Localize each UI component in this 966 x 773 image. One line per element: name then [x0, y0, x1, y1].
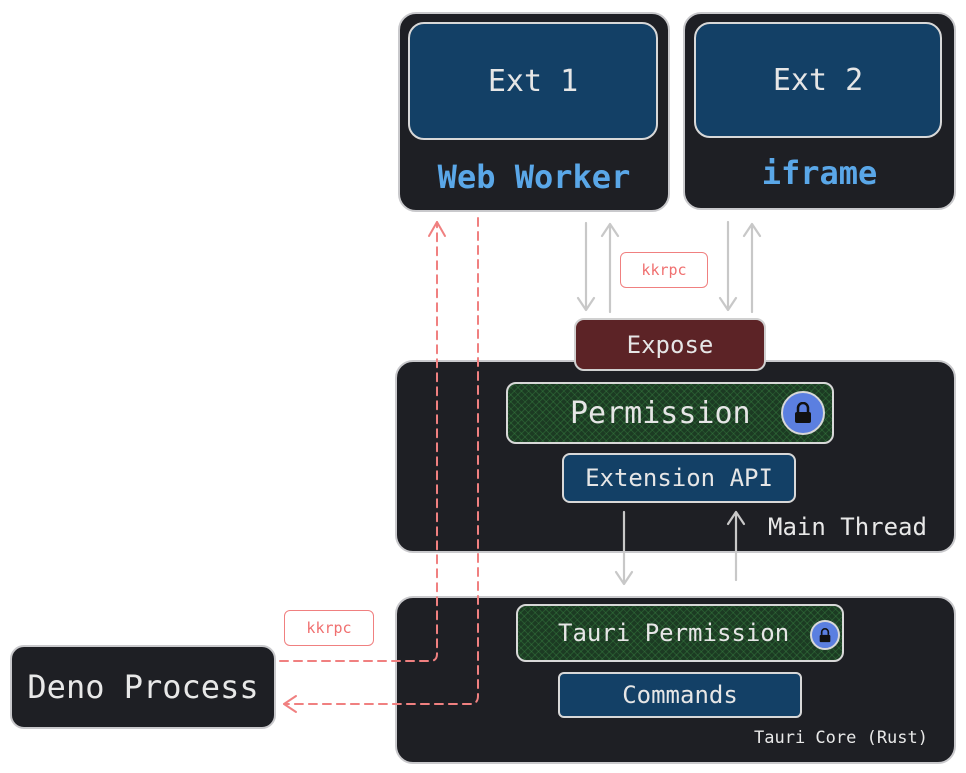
- deno-process-box: Deno Process: [10, 645, 276, 729]
- arrow-up-iframe: [742, 222, 762, 314]
- commands-label: Commands: [622, 681, 738, 709]
- kkrpc-tag-left: kkrpc: [284, 610, 374, 646]
- ext1-label: Ext 1: [487, 63, 579, 99]
- extension-api-box: Extension API: [562, 453, 796, 503]
- arrow-up-core: [726, 510, 746, 582]
- dashed-arrow-deno-to-worker: [279, 221, 438, 662]
- web-worker-label: Web Worker: [437, 158, 631, 196]
- tauri-permission-label: Tauri Permission: [558, 619, 790, 647]
- expose-box: Expose: [574, 318, 766, 371]
- arrow-down-worker: [576, 221, 596, 312]
- dashed-arrow-worker-to-deno: [283, 217, 479, 705]
- tauri-permission-box: Tauri Permission: [516, 604, 844, 662]
- ext2-box: Ext 2: [694, 22, 942, 138]
- ext1-box: Ext 1: [408, 22, 658, 140]
- expose-label: Expose: [626, 330, 714, 359]
- iframe-label: iframe: [761, 154, 878, 192]
- ext2-label: Ext 2: [772, 62, 864, 98]
- arrow-down-core: [614, 510, 634, 586]
- arrow-up-worker: [600, 222, 620, 314]
- lock-icon: [781, 391, 825, 435]
- main-thread-label: Main Thread: [768, 513, 927, 541]
- lock-icon: [810, 620, 840, 650]
- commands-box: Commands: [558, 672, 802, 718]
- arrow-down-iframe: [718, 220, 738, 312]
- kkrpc-tag-top: kkrpc: [620, 252, 708, 288]
- tauri-core-label: Tauri Core (Rust): [754, 728, 928, 748]
- permission-label: Permission: [570, 395, 751, 431]
- deno-process-label: Deno Process: [27, 668, 259, 706]
- extension-api-label: Extension API: [585, 464, 773, 492]
